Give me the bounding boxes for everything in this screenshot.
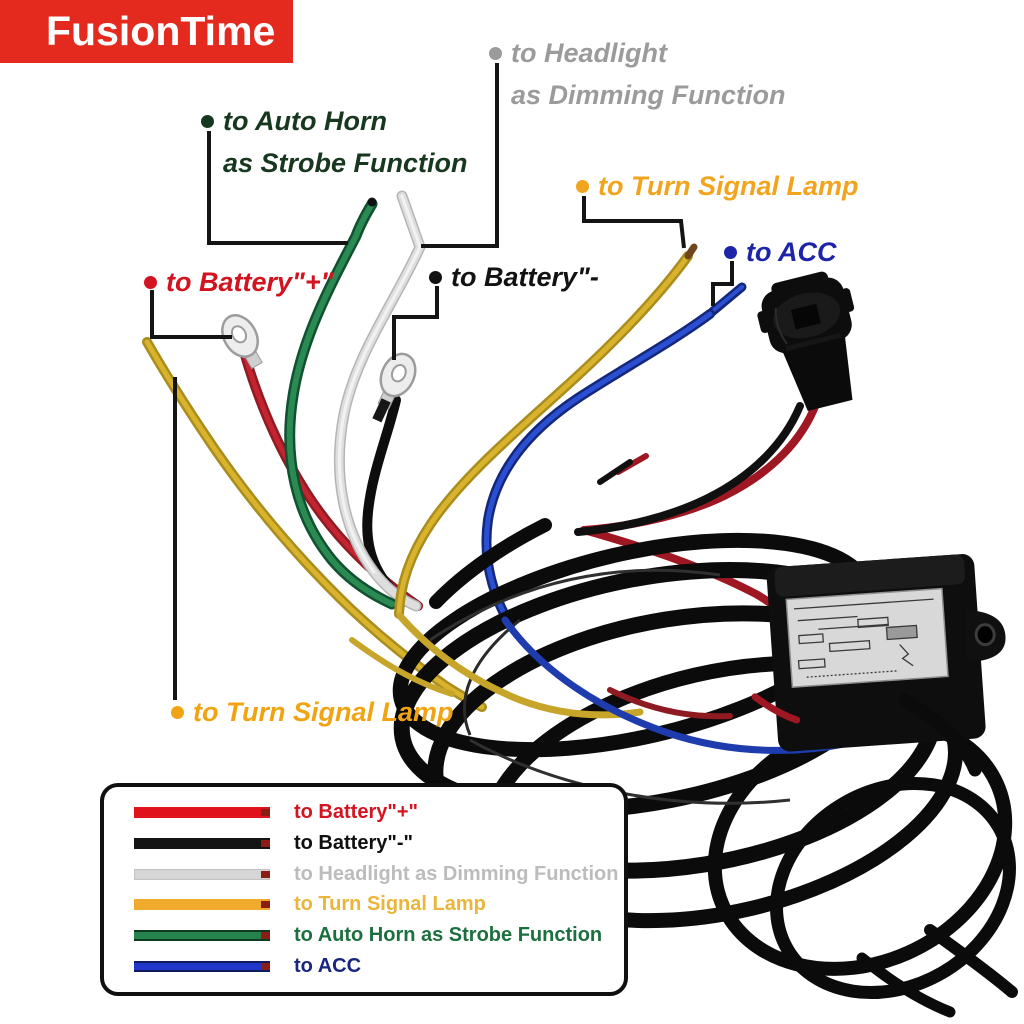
- legend-label: to Auto Horn as Strobe Function: [294, 924, 603, 947]
- seller-logo: FusionTime: [0, 0, 293, 63]
- annotation-text: to Auto Horn: [223, 106, 387, 136]
- annotation-text: to Battery"+": [166, 267, 334, 297]
- leader-battery-negative: [392, 286, 439, 360]
- annotation-battery-negative: to Battery"-: [429, 261, 599, 293]
- annotation-text: to Headlight: [511, 38, 667, 68]
- legend-label: to Headlight as Dimming Function: [294, 862, 619, 885]
- annotation-text: to Turn Signal Lamp: [598, 171, 859, 201]
- legend-wire-swatch-blue: [134, 961, 270, 973]
- legend-label: to Battery"-": [294, 831, 413, 854]
- schematic-drawing: [793, 598, 934, 678]
- legend-label: to Battery"+": [294, 800, 418, 823]
- leader-battery-positive: [150, 290, 232, 339]
- ring-terminal-red: [221, 314, 263, 370]
- seller-logo-text: FusionTime: [46, 8, 276, 54]
- legend-row: to ACC: [134, 955, 624, 978]
- annotation-headlight: to Headlight as Dimming Function: [489, 37, 786, 111]
- legend-wire-swatch-gray: [134, 868, 270, 880]
- bullet-dot-icon: [144, 275, 157, 289]
- mounting-hole: [974, 623, 996, 647]
- annotation-turn-signal-right: to Turn Signal Lamp: [576, 170, 859, 202]
- annotation-turn-signal-left: to Turn Signal Lamp: [171, 696, 454, 728]
- bullet-dot-icon: [489, 46, 502, 60]
- annotation-battery-positive: to Battery"+": [144, 266, 333, 298]
- legend-wire-swatch-green: [134, 930, 270, 942]
- wire-white-headlight: [333, 190, 426, 612]
- leader-headlight: [421, 63, 499, 248]
- annotation-acc: to ACC: [724, 236, 836, 268]
- controller-box: [751, 554, 1006, 752]
- annotation-text: as Strobe Function: [223, 148, 468, 178]
- legend-wire-swatch-yellow: [134, 899, 270, 911]
- legend-box: to Battery"+" to Battery"-" to Headlight…: [100, 783, 628, 996]
- legend-row: to Battery"+": [134, 801, 624, 824]
- wire-yellow-turn-signal-left: [142, 337, 487, 712]
- ring-terminal-black: [372, 352, 417, 423]
- wire-green-auto-horn: [284, 197, 398, 610]
- legend-row: to Turn Signal Lamp: [134, 893, 624, 916]
- annotation-text: to Battery"-: [451, 262, 599, 292]
- annotation-auto-horn: to Auto Horn as Strobe Function: [201, 105, 468, 179]
- cable-over-box: [898, 693, 982, 777]
- wires-over-coil: [349, 612, 949, 754]
- annotation-text: to Turn Signal Lamp: [193, 697, 454, 727]
- legend-label: to ACC: [294, 955, 362, 978]
- legend-label: to Turn Signal Lamp: [294, 893, 486, 916]
- legend-row: to Auto Horn as Strobe Function: [134, 924, 624, 947]
- leader-acc: [711, 261, 734, 306]
- leader-auto-horn: [207, 131, 348, 245]
- leader-turn-signal-right: [582, 196, 686, 249]
- wire-yellow-turn-signal-right: [394, 243, 698, 619]
- bullet-dot-icon: [201, 114, 214, 128]
- legend-row: to Battery"-": [134, 832, 624, 855]
- annotation-text: as Dimming Function: [511, 80, 786, 110]
- legend-row: to Headlight as Dimming Function: [134, 863, 624, 886]
- bullet-dot-icon: [724, 245, 737, 259]
- acc-connector-plug: [757, 271, 855, 411]
- legend-wire-swatch-red: [134, 806, 270, 818]
- bullet-dot-icon: [429, 270, 442, 284]
- legend-wire-swatch-black: [134, 837, 270, 849]
- annotation-text: to ACC: [746, 237, 837, 267]
- leader-lines: [150, 63, 734, 700]
- bullet-dot-icon: [171, 705, 184, 719]
- bullet-dot-icon: [576, 179, 589, 193]
